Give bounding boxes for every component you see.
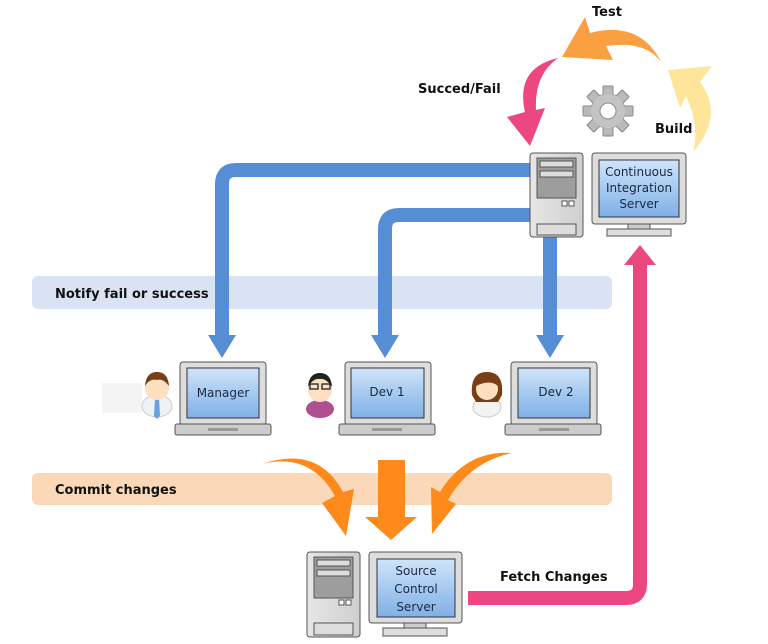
fetch-label: Fetch Changes: [500, 570, 608, 585]
source-server-monitor: Source Control Server: [368, 551, 463, 637]
notify-arrow-manager: [215, 163, 530, 340]
client-label: Dev 1: [369, 385, 404, 399]
source-server-label-2: Control: [394, 582, 437, 596]
client-dev1: Dev 1: [338, 361, 436, 436]
test-label: Test: [592, 5, 622, 20]
succeed-fail-arrow: [507, 58, 558, 146]
ci-server-label-2: Integration: [606, 181, 672, 195]
build-label: Build: [655, 122, 692, 137]
commit-band-label: Commit changes: [55, 483, 177, 498]
source-server-tower: [306, 551, 361, 638]
source-server-label-1: Source: [395, 564, 436, 578]
source-server-label-3: Server: [396, 600, 435, 614]
client-manager: Manager: [174, 361, 272, 436]
ci-server-tower: [529, 152, 584, 238]
commit-arrows: [262, 452, 512, 540]
commit-band: [32, 473, 612, 505]
client-dev2: Dev 2: [504, 361, 602, 436]
manager-avatar-icon: [102, 372, 173, 419]
notify-arrows: [215, 163, 557, 340]
developer-avatar-icon: [471, 372, 503, 418]
ci-server-label-3: Server: [619, 197, 658, 211]
notify-band: [32, 276, 612, 309]
notify-band-label: Notify fail or success: [55, 287, 209, 302]
developer-avatar-icon: [306, 373, 334, 418]
succeed-fail-label: Succed/Fail: [418, 82, 501, 97]
build-arrow: [668, 66, 712, 152]
test-arrow: [562, 17, 661, 62]
client-label: Manager: [197, 386, 250, 400]
fetch-arrow: [468, 262, 647, 605]
client-label: Dev 2: [538, 385, 573, 399]
ci-server-label-1: Continuous: [605, 165, 673, 179]
notify-arrow-dev1: [378, 208, 530, 340]
ci-server-monitor: Continuous Integration Server: [591, 152, 687, 237]
gear-icon: [582, 85, 634, 137]
